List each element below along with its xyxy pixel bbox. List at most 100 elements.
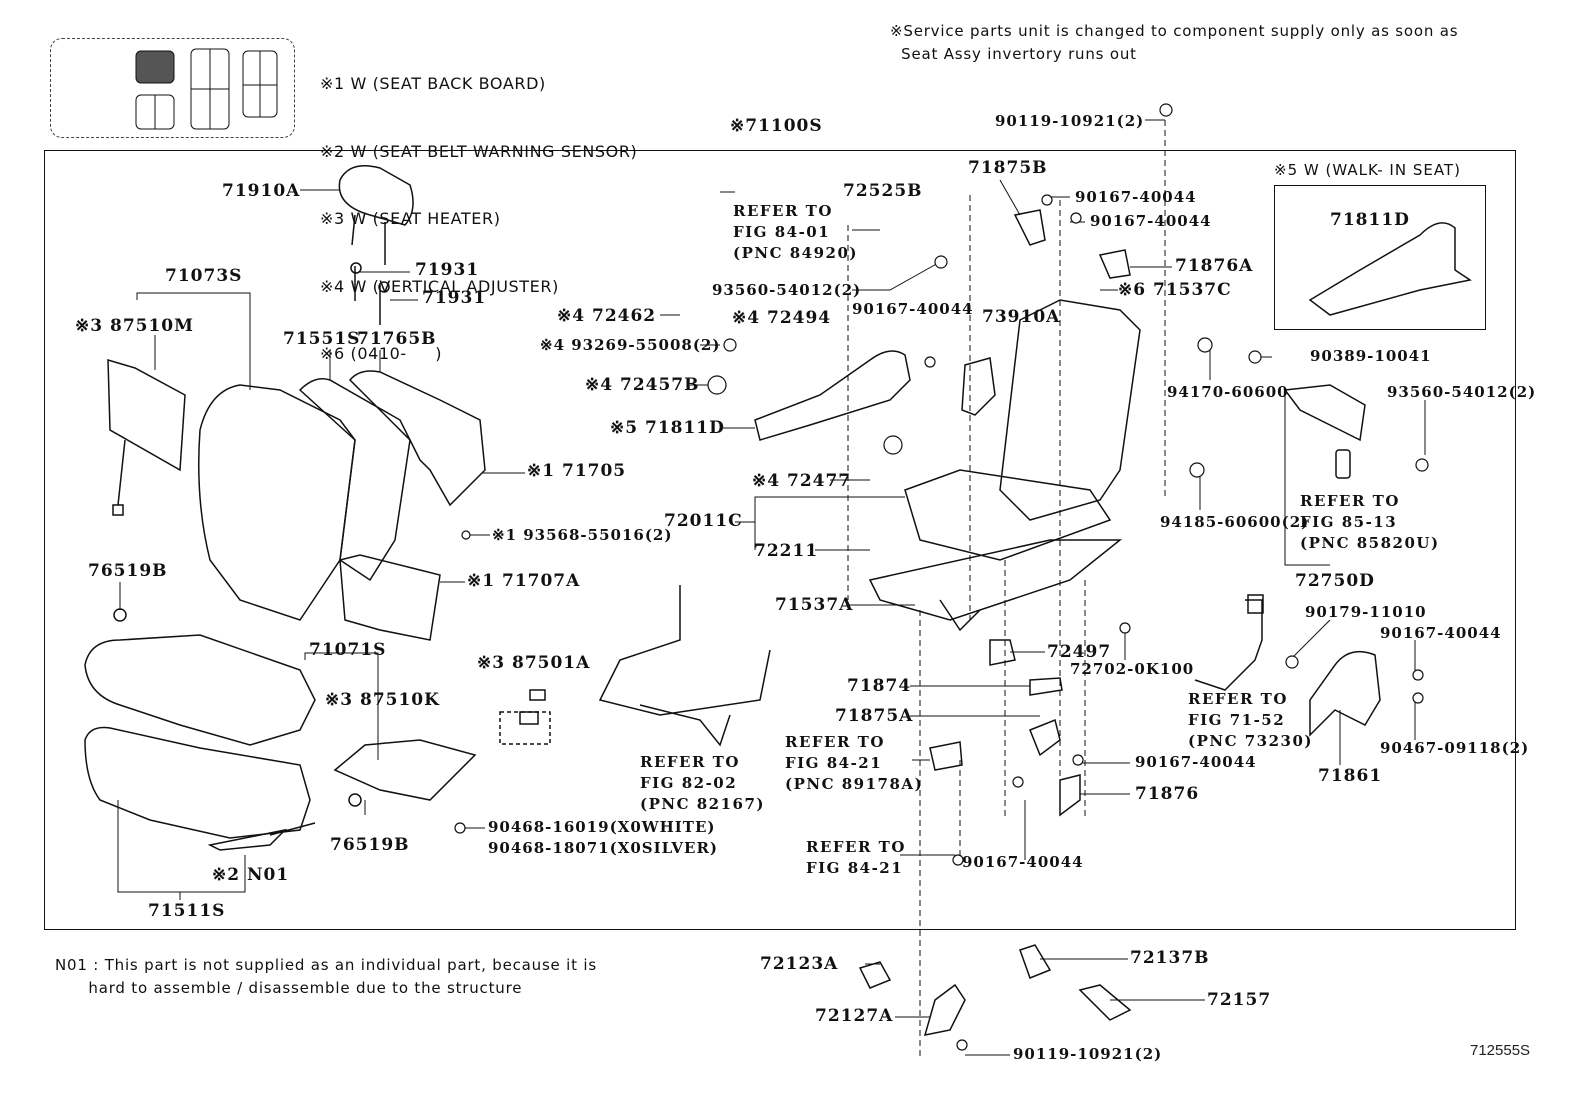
- part-label[interactable]: 71511S: [148, 901, 226, 921]
- part-label[interactable]: 90167-40044: [1090, 212, 1212, 230]
- recliner-cover-shape: [754, 350, 911, 441]
- part-label[interactable]: 71875A: [835, 706, 914, 726]
- cover-72137B-shape: [1019, 944, 1052, 979]
- bolt-icon: [1412, 669, 1424, 681]
- reference-link-fig-84-01[interactable]: REFER TO FIG 84-01 (PNC 84920): [733, 202, 859, 262]
- clip-icon: [1412, 692, 1424, 704]
- diagram-frame: [44, 150, 1516, 930]
- nut-icon: [1197, 337, 1213, 353]
- reference-link-fig-71-52[interactable]: REFER TO FIG 71-52 (PNC 73230): [1188, 690, 1314, 750]
- part-label[interactable]: 72123A: [760, 954, 839, 974]
- part-label[interactable]: 71551S: [283, 329, 361, 349]
- part-label[interactable]: 72011C: [664, 511, 743, 531]
- part-label[interactable]: ※6 71537C: [1118, 280, 1232, 300]
- part-label[interactable]: 71765B: [357, 329, 437, 349]
- part-label[interactable]: 90119-10921(2): [995, 112, 1145, 130]
- cover-72497-shape: [989, 639, 1016, 666]
- part-label[interactable]: 76519B: [88, 561, 168, 581]
- part-label[interactable]: 93560-54012(2): [1387, 383, 1537, 401]
- clip-icon: [461, 530, 471, 540]
- reference-link-fig-85-13[interactable]: REFER TO FIG 85-13 (PNC 85820U): [1300, 492, 1440, 552]
- part-label[interactable]: 90389-10041: [1310, 347, 1432, 365]
- part-label[interactable]: 71875B: [968, 158, 1048, 178]
- reference-link-fig-82-02[interactable]: REFER TO FIG 82-02 (PNC 82167): [640, 753, 766, 813]
- part-label[interactable]: ※1 71705: [527, 461, 627, 481]
- cover-71874-shape: [1029, 677, 1063, 696]
- switch-89178A-shape: [929, 741, 963, 771]
- part-label[interactable]: ※4 72494: [732, 308, 832, 328]
- part-label[interactable]: 71931: [422, 288, 487, 308]
- part-label[interactable]: 90167-40044: [962, 853, 1084, 871]
- assembly-label[interactable]: ※71100S: [730, 116, 823, 136]
- part-label[interactable]: 71071S: [309, 640, 387, 660]
- legend-item: ※3 W (SEAT HEATER): [320, 209, 501, 228]
- part-label[interactable]: ※4 72462: [557, 306, 657, 326]
- part-label[interactable]: 72497: [1047, 642, 1112, 662]
- part-label[interactable]: 90167-40044: [1075, 188, 1197, 206]
- part-label[interactable]: 71811D: [1330, 210, 1410, 230]
- bolt-icon: [934, 255, 948, 269]
- side-shield-shape: [1309, 650, 1381, 737]
- part-label[interactable]: 72157: [1207, 990, 1272, 1010]
- sensor-mat-shape: [107, 358, 186, 472]
- part-label[interactable]: 90167-40044: [1135, 753, 1257, 771]
- part-label[interactable]: 90467-09118(2): [1380, 739, 1530, 757]
- reference-link-fig-84-21[interactable]: REFER TO FIG 84-21 (PNC 89178A): [785, 733, 924, 793]
- side-rail-shape: [939, 599, 981, 632]
- part-label[interactable]: 72211: [754, 541, 819, 561]
- reference-link-fig-84-21[interactable]: REFER TO FIG 84-21: [806, 838, 906, 877]
- part-label[interactable]: 71910A: [222, 181, 301, 201]
- part-label[interactable]: 72525B: [843, 181, 923, 201]
- part-label[interactable]: ※1 93568-55016(2): [492, 526, 673, 544]
- part-label[interactable]: 72702-0K100: [1070, 660, 1195, 678]
- part-label[interactable]: ※4 72457B: [585, 375, 700, 395]
- part-label[interactable]: 94185-60600(2): [1160, 513, 1310, 531]
- part-label[interactable]: ※3 87501A: [477, 653, 591, 673]
- nut-icon: [1189, 462, 1205, 478]
- clip-icon: [454, 822, 466, 834]
- seat-layout-icon: [135, 48, 278, 130]
- part-label[interactable]: ※3 87510M: [75, 316, 194, 336]
- nut-icon: [707, 375, 727, 395]
- part-label[interactable]: 90468-16019(X0WHITE): [488, 818, 716, 836]
- part-label[interactable]: 73910A: [982, 307, 1061, 327]
- wire-harness-shape: [598, 585, 771, 747]
- part-label[interactable]: 90167-40044: [852, 300, 974, 318]
- part-label[interactable]: 90167-40044: [1380, 624, 1502, 642]
- part-label[interactable]: 93560-54012(2): [712, 281, 862, 299]
- part-label[interactable]: ※3 87510K: [325, 690, 440, 710]
- part-label[interactable]: 72750D: [1295, 571, 1375, 591]
- part-label[interactable]: 76519B: [330, 835, 410, 855]
- bolt-icon: [1012, 776, 1024, 788]
- part-label[interactable]: 90468-18071(X0SILVER): [488, 839, 719, 857]
- headrest-shape: [338, 165, 414, 226]
- part-label[interactable]: ※2 N01: [212, 865, 290, 885]
- part-label[interactable]: 72137B: [1130, 948, 1210, 968]
- back-trim-shape: [339, 554, 441, 641]
- part-label[interactable]: 71876: [1135, 784, 1200, 804]
- guide-shape: [354, 266, 381, 325]
- legend-item: ※1 W (SEAT BACK BOARD): [320, 74, 546, 93]
- part-label[interactable]: 90119-10921(2): [1013, 1045, 1163, 1063]
- part-label[interactable]: 71876A: [1175, 256, 1254, 276]
- part-label[interactable]: 94170-60600: [1167, 383, 1289, 401]
- part-label[interactable]: 71537A: [775, 595, 854, 615]
- cover-72127A-shape: [923, 983, 966, 1036]
- bolt-icon: [1072, 754, 1084, 766]
- seat-frame-shape: [904, 469, 1112, 561]
- bolt-icon: [1070, 212, 1082, 224]
- part-label[interactable]: ※5 71811D: [610, 418, 725, 438]
- part-label[interactable]: ※4 93269-55008(2): [540, 336, 721, 354]
- part-label[interactable]: 90179-11010: [1305, 603, 1427, 621]
- seatback-board-shape: [348, 370, 486, 507]
- part-label[interactable]: 71931: [415, 260, 480, 280]
- part-label[interactable]: 71874: [847, 676, 912, 696]
- bolt-icon: [1415, 458, 1429, 472]
- seat-rail-shape: [868, 539, 1123, 621]
- part-label[interactable]: 71073S: [165, 266, 243, 286]
- part-label[interactable]: 72127A: [815, 1006, 894, 1026]
- part-label[interactable]: 71861: [1318, 766, 1383, 786]
- part-label[interactable]: ※4 72477: [752, 471, 852, 491]
- part-label[interactable]: ※1 71707A: [467, 571, 581, 591]
